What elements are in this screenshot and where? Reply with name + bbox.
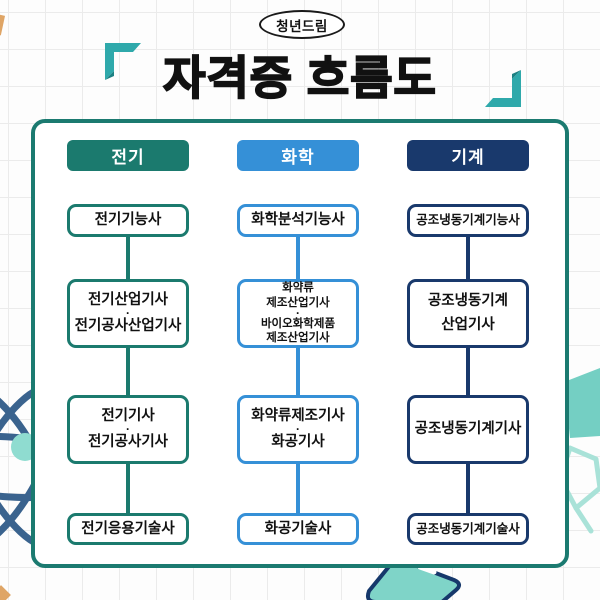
flow-node-line: 전기공사기사 xyxy=(87,433,169,450)
connector-chemical-2 xyxy=(296,347,300,397)
brand-badge-label: 청년드림 xyxy=(276,18,328,34)
flow-node-line: 전기기사 xyxy=(101,408,155,425)
connector-electric-3 xyxy=(126,463,130,515)
flow-node-chemical-2: 화약류 제조산업기사 · 바이오화학제품 제조산업기사 xyxy=(237,279,359,348)
column-header-chemical: 화학 xyxy=(237,140,359,171)
flow-node-line: 제조산업기사 xyxy=(266,296,330,309)
flow-node-line: 공조냉동기계기술사 xyxy=(416,521,520,536)
connector-chemical-3 xyxy=(296,463,300,515)
flow-node-machine-4: 공조냉동기계기술사 xyxy=(407,513,529,545)
flow-node-line: 화학분석기능사 xyxy=(251,212,345,229)
connector-machine-3 xyxy=(466,463,470,515)
brand-badge: 청년드림 xyxy=(259,10,345,39)
flow-node-line: 화약류 xyxy=(282,282,314,295)
edge-accent-top xyxy=(0,14,6,36)
flow-node-line: 전기산업기사 xyxy=(87,292,169,309)
flow-node-electric-3: 전기기사 · 전기공사기사 xyxy=(67,395,189,464)
flow-node-line: · xyxy=(296,306,300,321)
flow-node-line: · xyxy=(296,422,300,437)
flow-node-line: · xyxy=(126,422,130,437)
connector-electric-2 xyxy=(126,347,130,397)
edge-accent-bottom xyxy=(0,585,11,600)
flow-node-chemical-4: 화공기술사 xyxy=(237,513,359,545)
flow-node-line: 산업기사 xyxy=(441,316,495,333)
flow-node-line: 공조냉동기계기능사 xyxy=(416,213,520,228)
flow-node-electric-4: 전기응용기술사 xyxy=(67,513,189,545)
flow-node-line: 화공기사 xyxy=(271,433,325,450)
flow-node-electric-2: 전기산업기사 · 전기공사산업기사 xyxy=(67,279,189,348)
flow-node-line: 화공기술사 xyxy=(264,520,332,537)
connector-chemical-1 xyxy=(296,236,300,281)
connector-electric-1 xyxy=(126,236,130,281)
page-title: 자격증 흐름도 xyxy=(162,51,437,105)
flow-node-line: 전기응용기술사 xyxy=(81,520,175,537)
flow-node-line: 전기기능사 xyxy=(94,212,162,229)
flow-node-line: 공조냉동기계기사 xyxy=(414,421,522,438)
column-header-electric: 전기 xyxy=(67,140,189,171)
connector-machine-2 xyxy=(466,347,470,397)
flow-node-line: 전기공사산업기사 xyxy=(74,317,182,334)
title-bracket-left-icon xyxy=(105,43,141,80)
flow-node-chemical-3: 화약류제조기사 · 화공기사 xyxy=(237,395,359,464)
flow-node-electric-1: 전기기능사 xyxy=(67,204,189,237)
flow-node-line: 공조냉동기계 xyxy=(427,293,509,310)
flow-node-line: · xyxy=(126,306,130,321)
column-header-machine: 기계 xyxy=(407,140,529,171)
flow-node-line: 바이오화학제품 xyxy=(260,317,336,330)
flow-node-line: 제조산업기사 xyxy=(266,332,330,345)
title-bracket-right-icon xyxy=(485,70,521,107)
flow-node-chemical-1: 화학분석기능사 xyxy=(237,204,359,237)
flow-node-machine-1: 공조냉동기계기능사 xyxy=(407,204,529,237)
flow-node-machine-2: 공조냉동기계 산업기사 xyxy=(407,279,529,348)
connector-machine-1 xyxy=(466,236,470,281)
flow-node-line: 화약류제조기사 xyxy=(251,408,345,425)
flow-node-machine-3: 공조냉동기계기사 xyxy=(407,395,529,464)
